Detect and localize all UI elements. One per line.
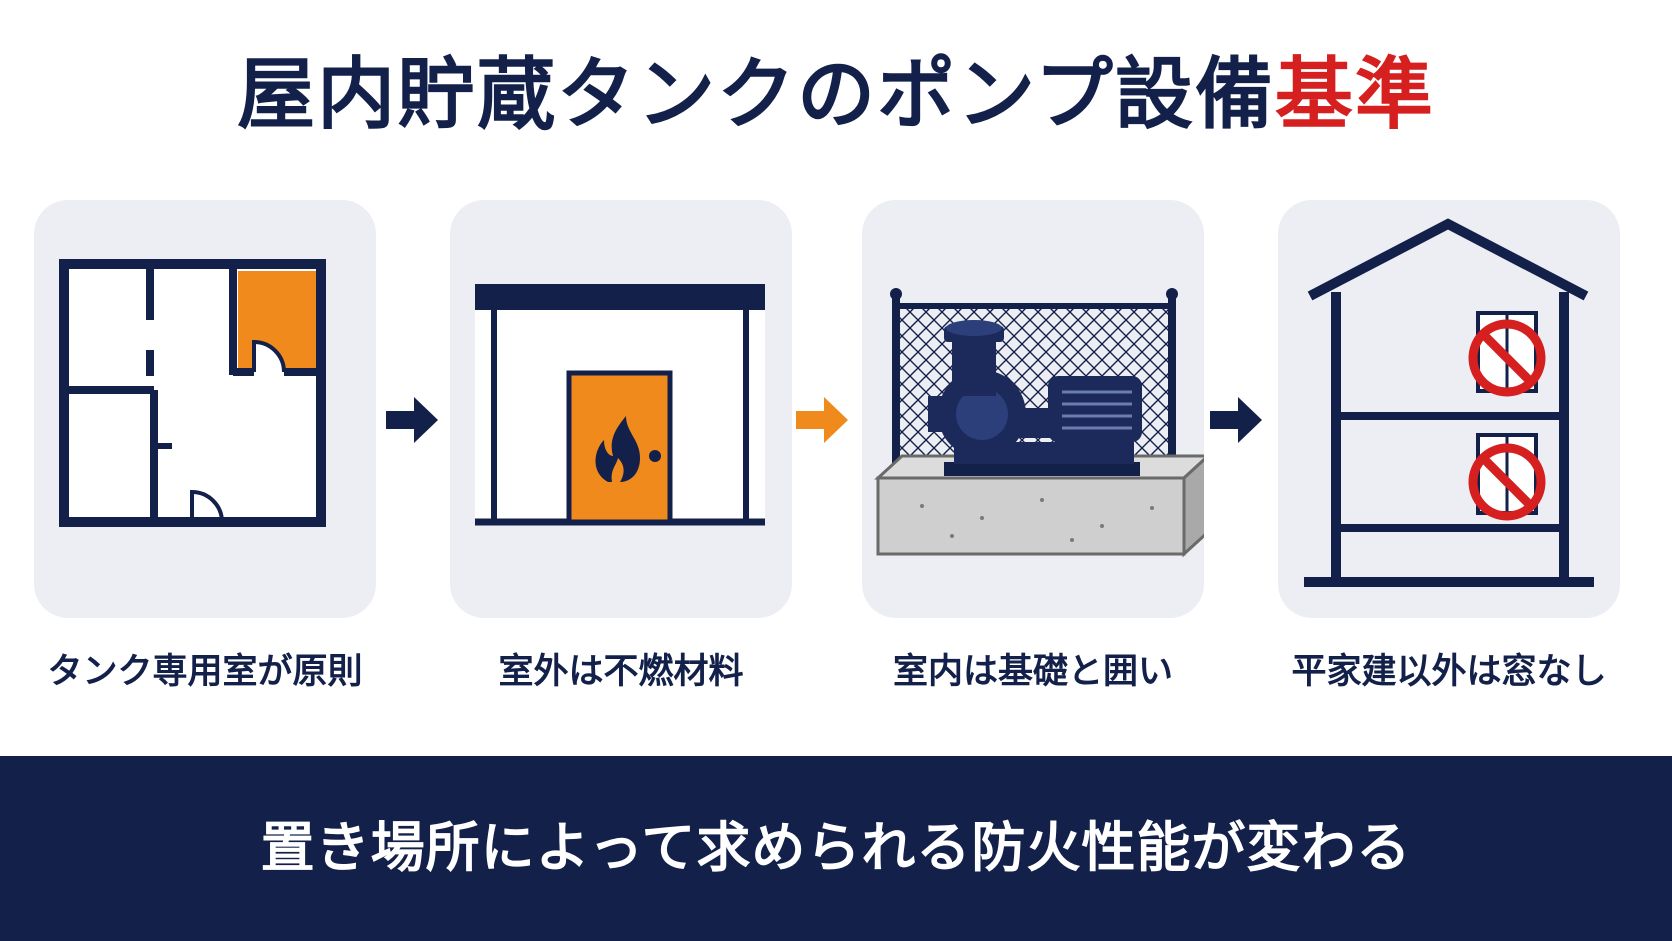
title-accent: 基準 [1274,50,1435,140]
arrow-right-icon [796,397,848,443]
step-card-2 [450,200,792,618]
step-label-4: 平家建以外は窓なし [1291,652,1607,692]
arrow-right-icon [386,397,438,443]
step-card-4 [1278,200,1620,618]
summary-banner: 置き場所によって求められる防火性能が変わる [0,756,1672,941]
step-card-1 [34,200,376,618]
step-label-2: 室外は不燃材料 [498,652,744,692]
step-card-3 [862,200,1204,618]
floor-plan-icon [59,259,326,527]
fireproof-door-icon [475,284,765,526]
no-window-building-icon [1304,218,1594,587]
summary-text: 置き場所によって求められる防火性能が変わる [260,816,1412,879]
pump-on-foundation-icon [874,288,1204,558]
step-label-3: 室内は基礎と囲い [892,652,1173,692]
title-main: 屋内貯蔵タンクのポンプ設備 [237,50,1275,140]
step-label-1: タンク専用室が原則 [47,652,363,692]
arrow-right-icon [1210,397,1262,443]
page-title: 屋内貯蔵タンクのポンプ設備基準 [0,40,1672,150]
